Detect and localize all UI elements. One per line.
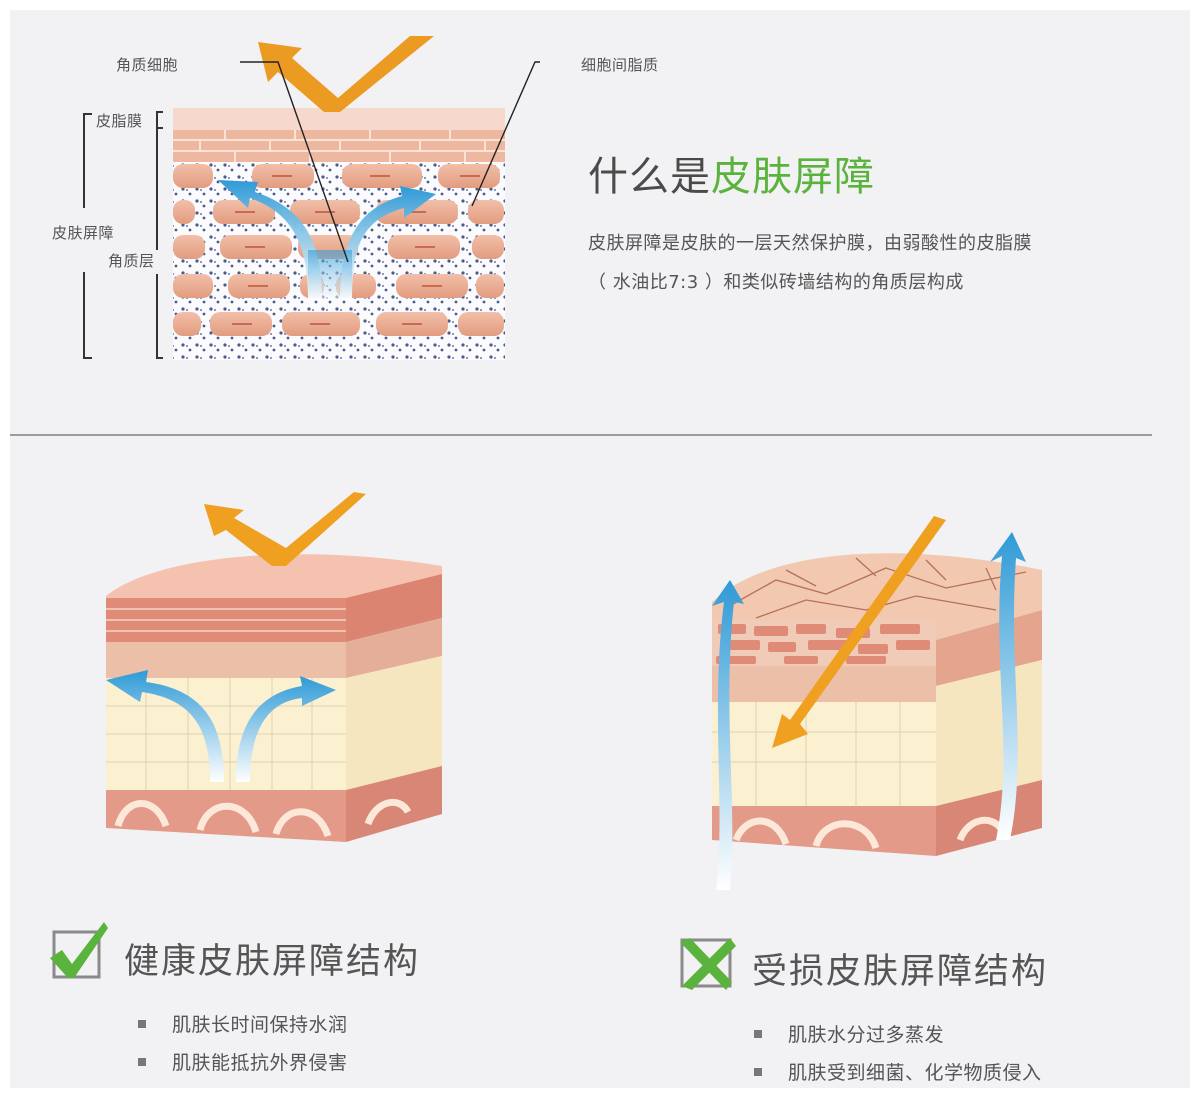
bullet-icon bbox=[754, 1029, 762, 1038]
x-box-icon bbox=[678, 936, 736, 992]
label-sebum-film: 皮脂膜 bbox=[96, 112, 143, 130]
intro-description: 皮肤屏障是皮肤的一层天然保护膜，由弱酸性的皮脂膜 （ 水油比7:3 ）和类似砖墙… bbox=[588, 224, 1148, 302]
label-stratum-corneum: 角质层 bbox=[108, 252, 155, 270]
list-item: 肌肤受到细菌、化学物质侵入 bbox=[754, 1054, 1042, 1092]
damaged-title: 受损皮肤屏障结构 bbox=[752, 952, 1049, 992]
label-skin-barrier: 皮肤屏障 bbox=[52, 224, 115, 242]
title-prefix: 什么是 bbox=[588, 154, 711, 200]
list-item: 肌肤水分过多蒸发 bbox=[754, 1016, 1042, 1054]
healthy-title: 健康皮肤屏障结构 bbox=[124, 942, 421, 982]
title-highlight: 皮肤屏障 bbox=[711, 154, 875, 200]
description-line-2: （ 水油比7:3 ）和类似砖墙结构的角质层构成 bbox=[588, 272, 964, 293]
list-item: 肌肤长时间保持水润 bbox=[138, 1006, 348, 1044]
damaged-skin-cube bbox=[696, 510, 1056, 890]
page-title: 什么是皮肤屏障 bbox=[588, 144, 875, 202]
healthy-skin-cube bbox=[96, 486, 456, 886]
check-box-icon bbox=[48, 920, 110, 982]
reflect-arrow-icon bbox=[258, 36, 434, 112]
section-divider bbox=[10, 434, 1152, 436]
healthy-bullets: 肌肤长时间保持水润 肌肤能抵抗外界侵害 bbox=[138, 1006, 348, 1082]
bullet-icon bbox=[138, 1057, 146, 1066]
label-intercellular-lipid: 细胞间脂质 bbox=[581, 56, 659, 74]
bullet-icon bbox=[138, 1019, 146, 1028]
label-corneocyte: 角质细胞 bbox=[116, 56, 179, 74]
description-line-1: 皮肤屏障是皮肤的一层天然保护膜，由弱酸性的皮脂膜 bbox=[588, 233, 1032, 254]
bullet-icon bbox=[754, 1067, 762, 1076]
list-item: 肌肤能抵抗外界侵害 bbox=[138, 1044, 348, 1082]
moisture-retention-arrow-icon bbox=[218, 180, 436, 300]
brick-wall-diagram bbox=[40, 30, 540, 380]
damaged-bullets: 肌肤水分过多蒸发 肌肤受到细菌、化学物质侵入 bbox=[754, 1016, 1042, 1092]
